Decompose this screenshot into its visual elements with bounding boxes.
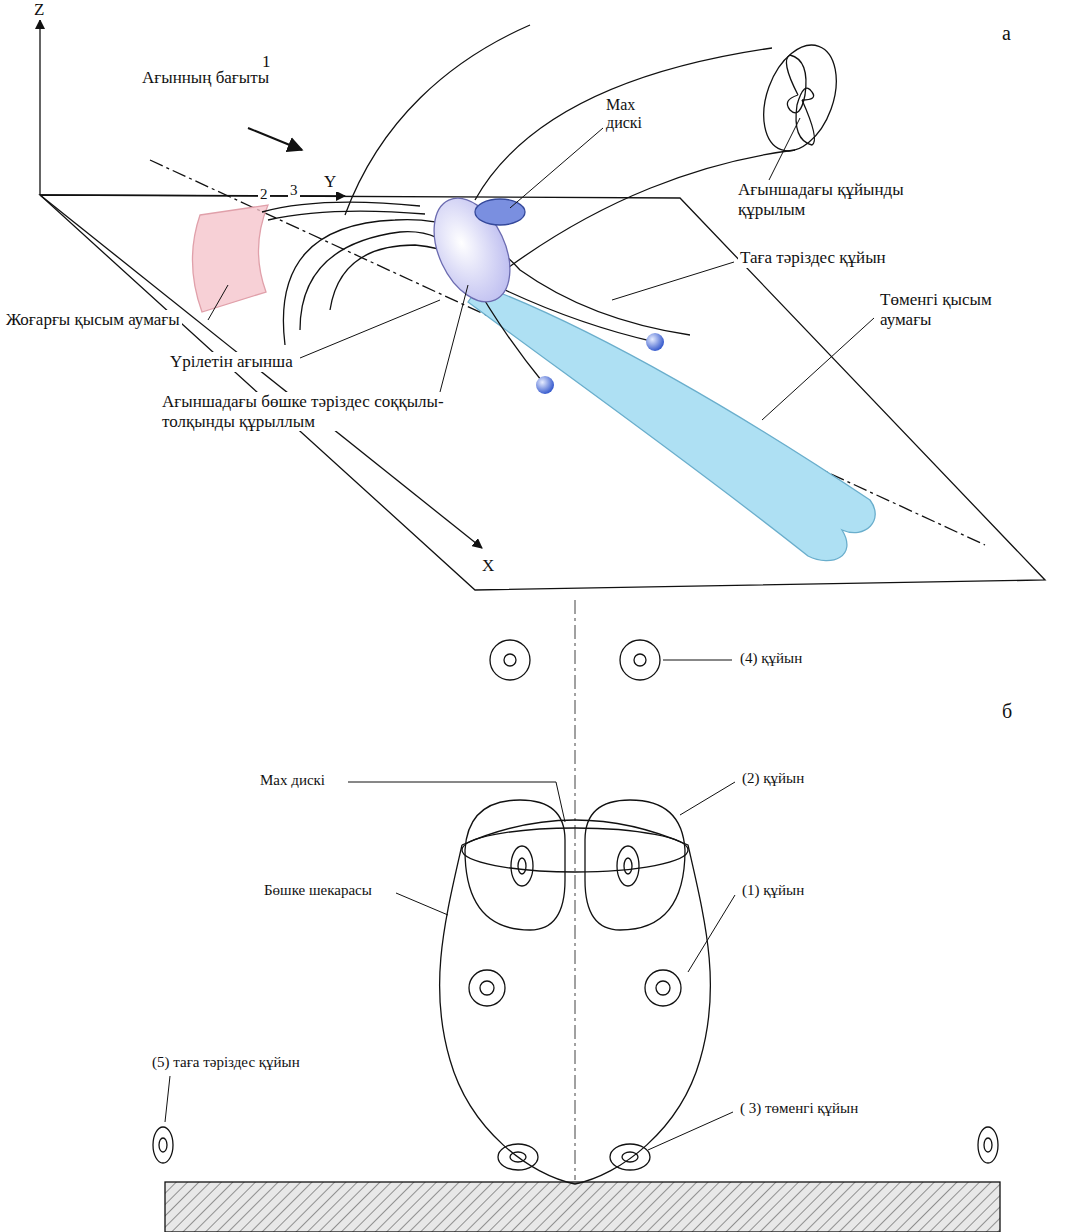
vortex-ball	[646, 333, 664, 351]
callout-number: 1	[260, 52, 273, 72]
vortex-2	[511, 846, 533, 886]
part-label: Жоғарғы қысым аумағы	[4, 310, 182, 330]
axis-line	[575, 600, 576, 1180]
barrel	[419, 186, 525, 314]
callout-number: 3	[288, 182, 300, 199]
jet-tube-upper	[475, 48, 772, 200]
jet-vortex	[786, 55, 806, 113]
vortex-2	[585, 800, 685, 930]
part-label: (2) құйын	[740, 770, 806, 787]
part-b	[153, 600, 1000, 1232]
vortex-4	[490, 640, 530, 680]
panel-letter: б	[1000, 700, 1014, 723]
x-axis	[40, 195, 482, 548]
part-label: (1) құйын	[740, 882, 806, 899]
part-label: Таға тәріздес құйын	[738, 248, 888, 268]
vortex-3	[610, 1144, 650, 1170]
vortex-2	[617, 846, 639, 886]
vortex-3	[622, 1152, 638, 1162]
wall-hatch	[165, 1182, 1000, 1232]
vortex-1	[469, 970, 505, 1006]
vortex-3	[510, 1152, 526, 1162]
part-label: Ағыншадағы құйынды құрылым	[736, 180, 918, 219]
jet-vortex	[796, 88, 814, 145]
callout-number: 2	[258, 186, 270, 203]
vortex-ball	[536, 376, 554, 394]
part-label: ( 3) төменгі құйын	[738, 1100, 860, 1117]
vortex-4	[620, 640, 660, 680]
vortex-5	[153, 1127, 173, 1163]
vortex-4	[634, 654, 646, 666]
part-label: Үрілетін ағынша	[168, 352, 295, 372]
vortex-4	[504, 654, 516, 666]
part-a	[40, 20, 1045, 590]
vortex-2	[518, 858, 526, 874]
flow-arrow	[248, 128, 302, 150]
part-label: Бөшке шекарасы	[262, 882, 374, 899]
part-label: Ағыншадағы бөшке тәріздес соққылы-толқын…	[160, 392, 464, 431]
vortex-5	[978, 1127, 998, 1163]
vortex-3	[498, 1144, 538, 1170]
part-label: Max дискі	[258, 772, 327, 789]
barrel-boundary	[440, 820, 711, 1184]
mach-disk	[462, 828, 688, 872]
part-label: Төменгі қысым аумағы	[878, 290, 1032, 329]
jet-section	[750, 35, 850, 161]
part-label: Max дискі	[604, 96, 660, 133]
leader-lines	[208, 118, 874, 420]
axis-label: Z	[32, 0, 46, 20]
streamline-3	[268, 211, 425, 220]
low-pressure-region	[468, 285, 875, 561]
flow-direction-label: Ағынның бағыты	[140, 68, 271, 88]
streamline-2	[262, 202, 420, 212]
high-pressure-region	[192, 205, 268, 312]
vortex-2	[624, 858, 632, 874]
mach-disk	[475, 199, 525, 225]
panel-letter: а	[1000, 22, 1013, 45]
part-label: (4) құйын	[738, 650, 804, 667]
vortex-5	[159, 1138, 167, 1152]
axis-label: Y	[322, 172, 338, 192]
vortex-2	[465, 800, 565, 930]
part-label: (5) таға тәріздес құйын	[150, 1054, 302, 1071]
ground-plane	[40, 195, 1045, 590]
vortex-1	[656, 981, 670, 995]
z-axis	[39, 20, 40, 195]
vortex-1	[480, 981, 494, 995]
vortex-5	[984, 1138, 992, 1152]
streamline-1	[345, 25, 530, 215]
axis-label: X	[480, 556, 496, 576]
vortex-1	[645, 970, 681, 1006]
leader-lines	[165, 660, 735, 1150]
